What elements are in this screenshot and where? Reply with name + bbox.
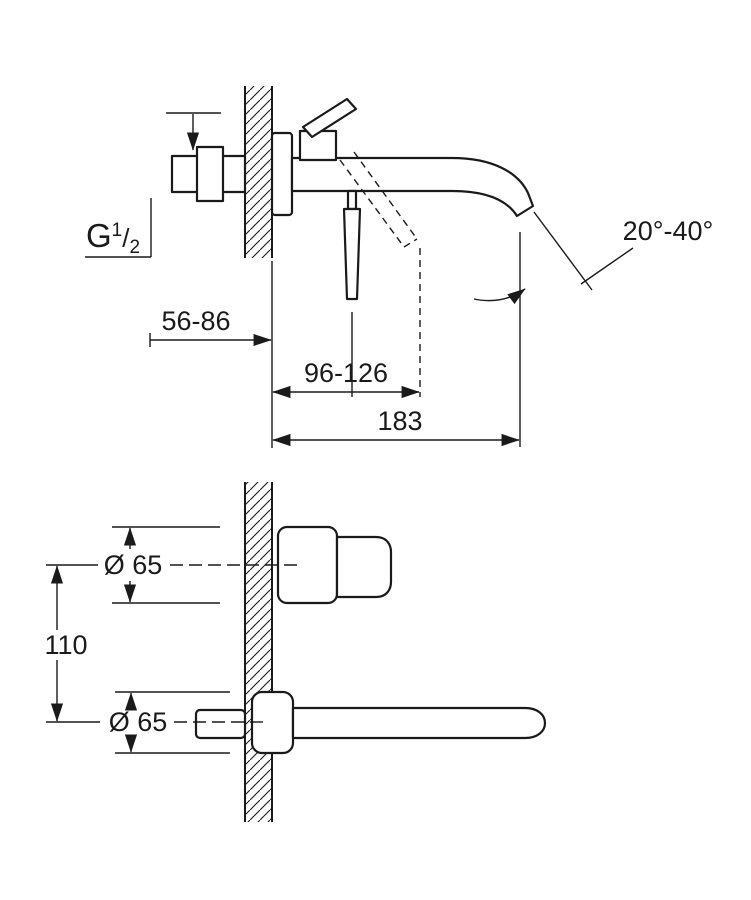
handle-dia-label: Ø 65 (104, 550, 163, 580)
supply-stub (194, 708, 247, 740)
dim-spout-projection: 183 (272, 406, 520, 447)
wall-hatch-front (245, 482, 272, 822)
swivel-arrow (473, 288, 526, 305)
front-view-group: Ø 65 110 Ø 65 (44, 482, 547, 822)
handle-lever-dashed-line-1 (339, 159, 405, 248)
thread-label: G1/2 (86, 217, 140, 258)
angle-leader (580, 247, 634, 285)
depth-range-label: 56-86 (161, 306, 230, 336)
center-distance-label: 110 (44, 630, 87, 660)
side-view-group: G1/2 56-86 96-126 183 20°-40° (85, 86, 713, 448)
angle-annotation: 20°-40° (473, 211, 714, 305)
handle-lever-dashed-cap (403, 238, 418, 248)
handle-lever-up (301, 97, 358, 139)
handle-knob (335, 535, 393, 599)
handle-housing (298, 129, 338, 162)
dim-depth-range: 56-86 (149, 306, 272, 347)
union-nut (195, 145, 225, 203)
dim-lever-projection: 96-126 (272, 358, 420, 399)
handle-lever-dashed-line-2 (353, 151, 418, 240)
handle-lever-down (342, 207, 362, 301)
dim-center-distance: 110 (44, 564, 100, 723)
spout-dia-label: Ø 65 (109, 707, 168, 737)
dim-handle-trim-diameter: Ø 65 (104, 526, 220, 604)
dim-spout-trim-diameter: Ø 65 (109, 691, 230, 754)
wall-hatch-side (245, 86, 272, 258)
spout-projection-label: 183 (377, 406, 422, 436)
angle-range-label: 20°-40° (623, 216, 714, 246)
angle-limit-line (533, 211, 593, 291)
spout-tube-front (291, 706, 547, 740)
handle-lever-down-stem (346, 189, 358, 211)
wall-section-front (244, 482, 273, 822)
wall-flange (270, 131, 294, 217)
lever-projection-label: 96-126 (304, 358, 388, 388)
spout-body (290, 156, 535, 218)
wall-section-side (244, 86, 273, 258)
